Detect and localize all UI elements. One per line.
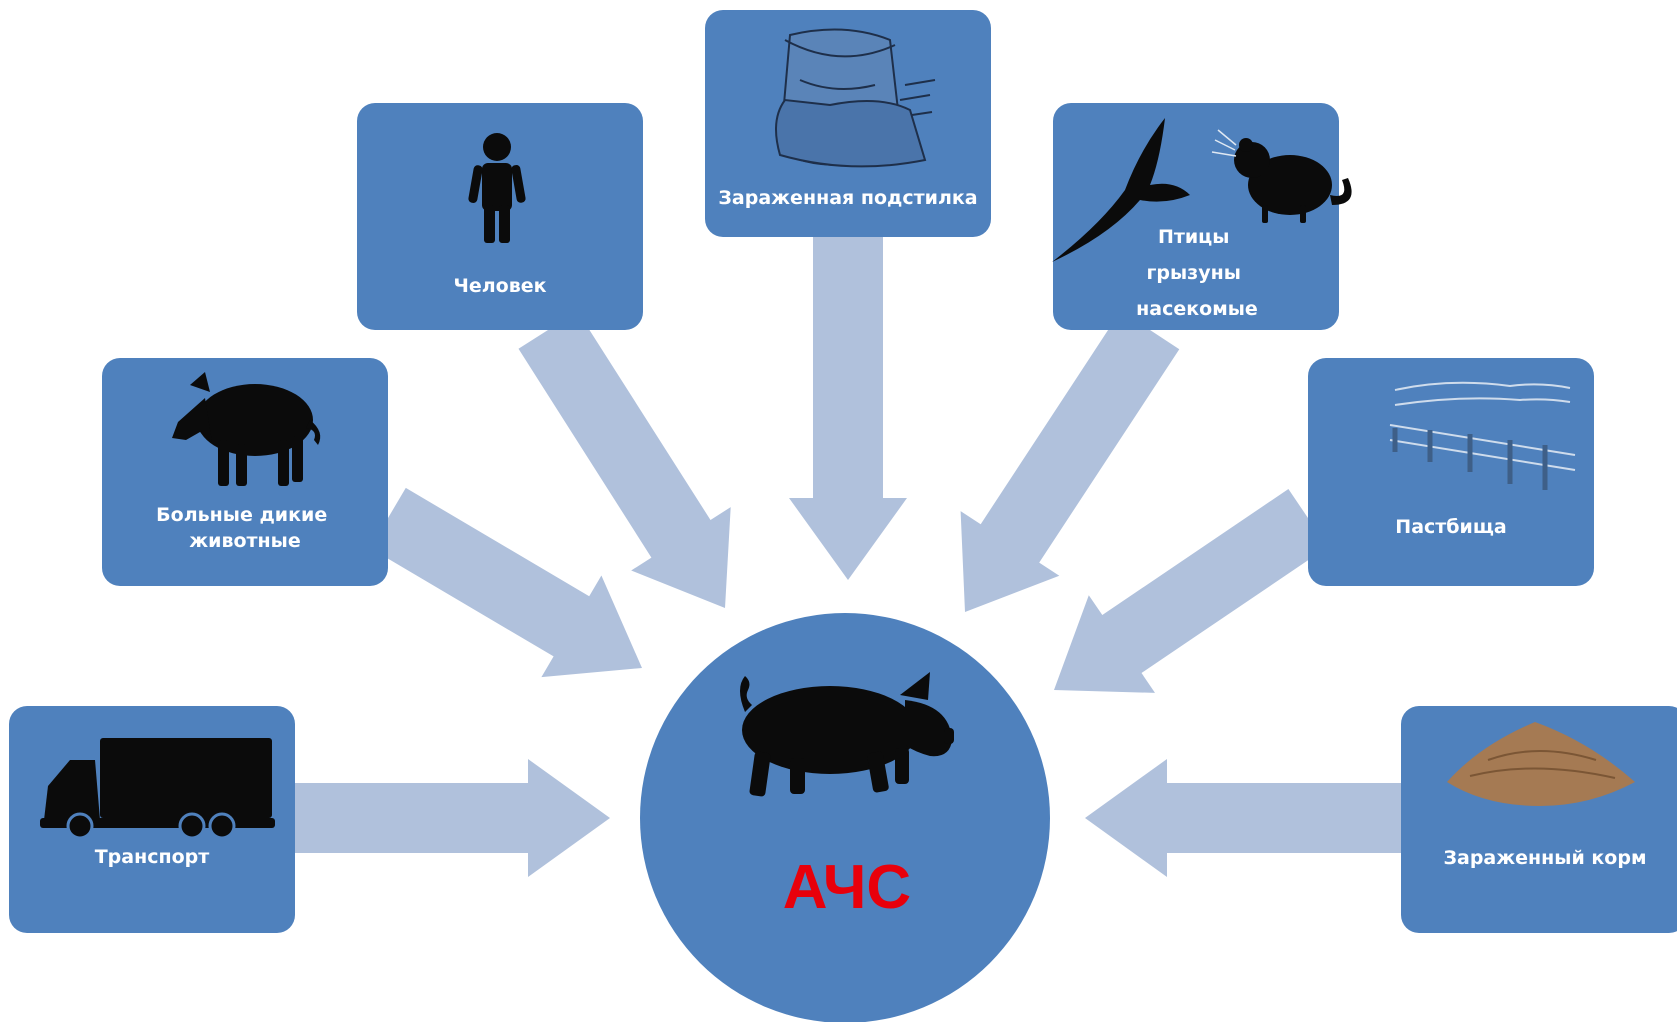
pig-icon [740, 672, 954, 797]
feed-pile-icon [1447, 722, 1635, 806]
arrow-birds-rodents-insects [960, 310, 1180, 612]
source-box-human: Человек [357, 103, 643, 330]
source-box-feed: Зараженный корм [1401, 706, 1677, 933]
arrow-wild-animals [370, 487, 642, 678]
source-label-line: Больные дикие [156, 504, 327, 526]
source-label-line: Транспорт [95, 846, 210, 868]
bedding-sack-icon [775, 28, 936, 168]
source-box-transport: Транспорт [9, 706, 295, 933]
source-label: Пастбища [1395, 516, 1506, 538]
source-label: Птицы грызуны насекомые [1136, 226, 1258, 320]
asf-center-label: АЧС [783, 853, 911, 922]
arrow-feed [1085, 759, 1401, 877]
source-label: Транспорт [95, 846, 210, 868]
arrow-transport [295, 759, 610, 877]
arrows-layer [295, 237, 1401, 877]
source-label-line: Человек [453, 275, 546, 297]
source-label-line: Зараженный корм [1444, 847, 1647, 869]
source-box-birds-rodents-insects: Птицы грызуны насекомые [1052, 103, 1352, 330]
source-label-line: животные [189, 530, 301, 552]
source-label-line: Птицы [1158, 226, 1230, 248]
truck-icon [40, 738, 275, 840]
bird-rat-icon [1052, 118, 1352, 262]
source-label: Зараженная подстилка [718, 187, 977, 209]
source-label-line: Зараженная подстилка [718, 187, 977, 209]
rat-icon [1248, 155, 1332, 215]
asf-center-circle [640, 613, 1050, 1022]
source-label: Больные дикие животные [156, 504, 334, 552]
source-label-line: насекомые [1136, 298, 1258, 320]
source-label-line: Пастбища [1395, 516, 1506, 538]
source-box-pasture: Пастбища [1308, 358, 1594, 586]
source-label: Человек [453, 275, 546, 297]
source-box-bedding: Зараженная подстилка [705, 10, 991, 237]
fence-icon [1389, 381, 1576, 490]
person-icon [468, 133, 526, 243]
boar-icon [172, 372, 321, 486]
arrow-pasture [1054, 489, 1328, 693]
source-label-line: грызуны [1146, 262, 1240, 284]
arrow-bedding [789, 237, 907, 580]
source-box-wild-animals: Больные дикие животные [102, 358, 388, 586]
arrow-human [518, 311, 731, 608]
source-label: Зараженный корм [1444, 847, 1647, 869]
bird-icon [1052, 118, 1190, 262]
